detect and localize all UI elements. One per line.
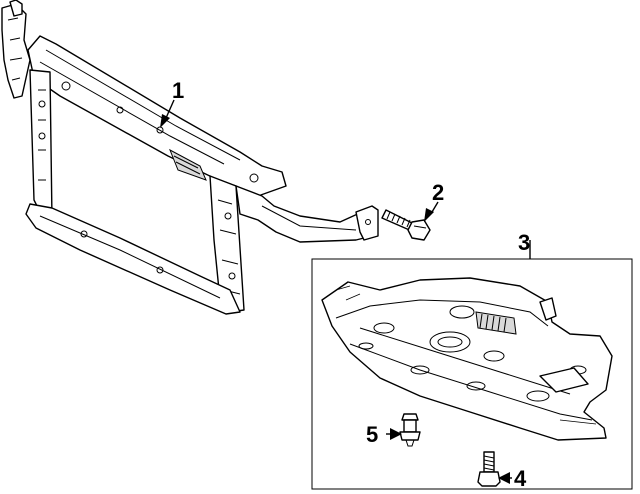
bolt-part-4 [477, 451, 501, 487]
callout-5: 5 [366, 422, 378, 447]
bolt-part-2 [381, 209, 431, 241]
callout-1: 1 [172, 78, 184, 103]
callout-2: 2 [432, 180, 444, 205]
engine-splash-shield [321, 277, 613, 441]
callout-4: 4 [514, 466, 527, 491]
callout-3: 3 [518, 230, 530, 255]
splash-shield-group-frame [311, 258, 633, 490]
callout-leaders [160, 99, 531, 484]
push-pin-clip-part-5 [399, 413, 421, 447]
radiator-support-frame [1, 0, 379, 315]
